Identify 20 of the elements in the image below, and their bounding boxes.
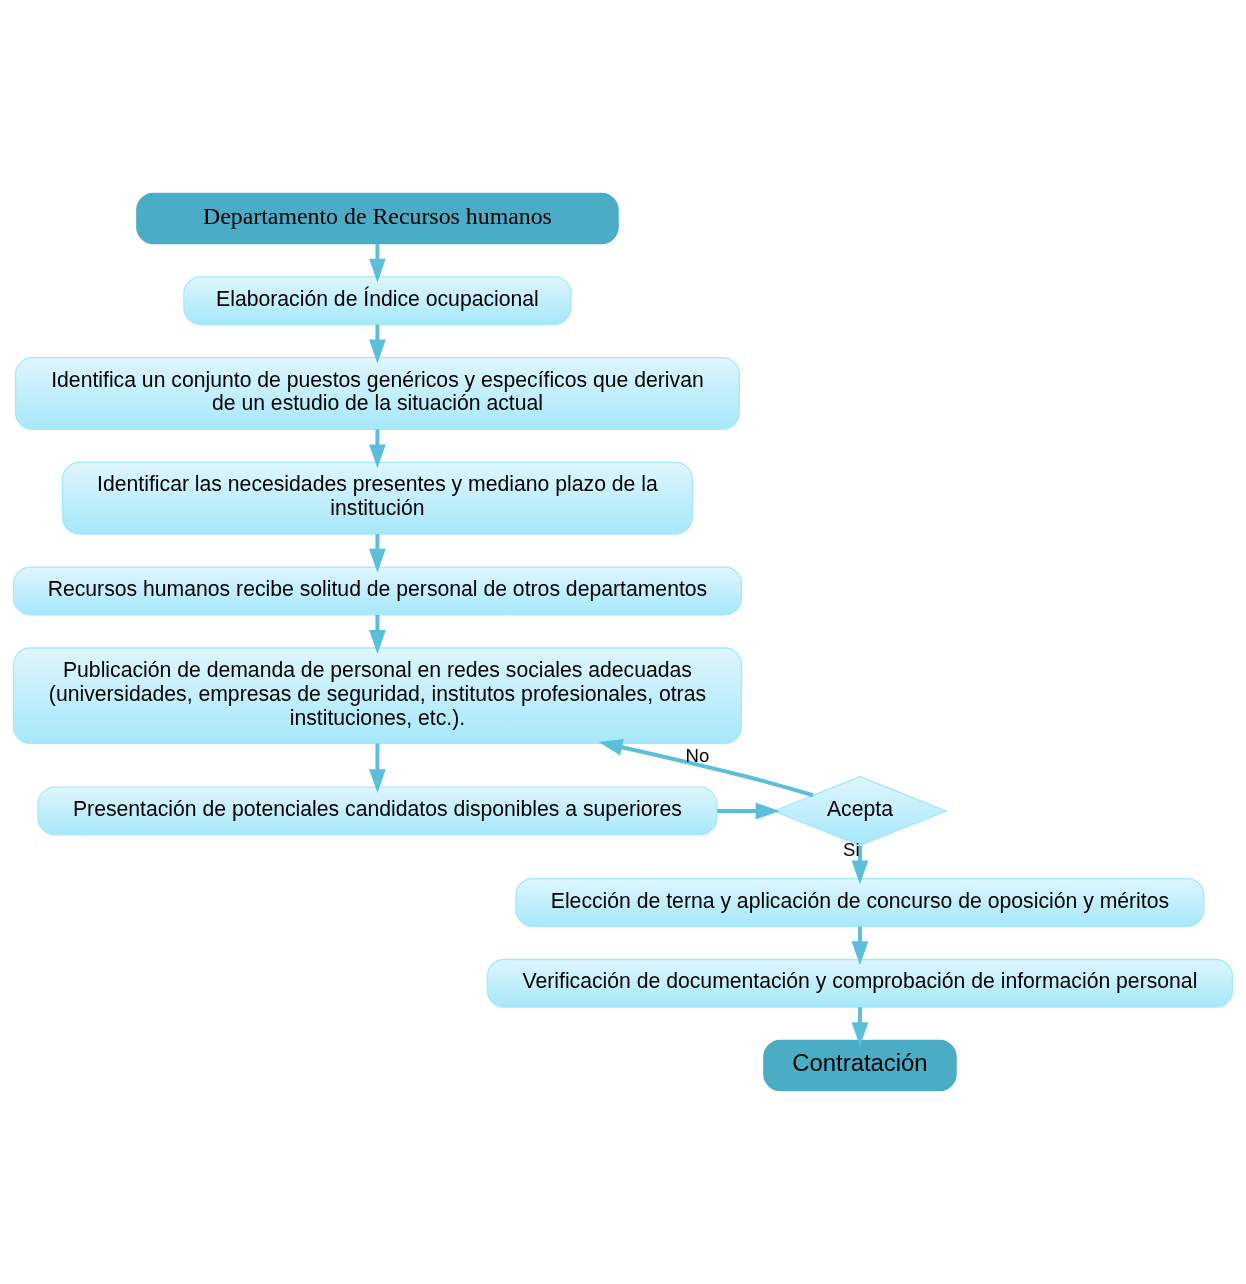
node-box: Publicación de demanda de personal en redes sociales adecuadas (universidades, empresas de seguridad, institutos profesionales, otras instituciones, etc.). — [12, 647, 742, 745]
node-box: Identifica un conjunto de puestos genéricos y específicos que derivan de un estudio de la situación actual — [14, 357, 740, 430]
edge-label: No — [685, 745, 710, 767]
arrow — [369, 743, 386, 794]
node-box: Identificar las necesidades presentes y mediano plazo de la institución — [61, 461, 693, 535]
node-box: Contratación — [763, 1039, 957, 1092]
arrow — [851, 926, 869, 966]
arrow — [369, 324, 386, 364]
node-box: Departamento de Recursos humanos — [136, 192, 619, 245]
node-box: Presentación de potenciales candidatos disponibles a superiores — [37, 786, 718, 836]
node-box: Verificación de documentación y comprobación de información personal — [486, 958, 1234, 1008]
node-box: Recursos humanos recibe solitud de personal de otros departamentos — [12, 566, 742, 616]
node-box: Elección de terna y aplicación de concurso de oposición y méritos — [515, 877, 1205, 927]
arrow — [717, 802, 780, 820]
node-box: Elaboración de Índice ocupacional — [183, 276, 572, 326]
arrow — [598, 739, 814, 798]
arrow — [369, 243, 386, 283]
arrow — [851, 1007, 869, 1047]
arrow — [369, 534, 386, 573]
arrow — [369, 614, 386, 654]
